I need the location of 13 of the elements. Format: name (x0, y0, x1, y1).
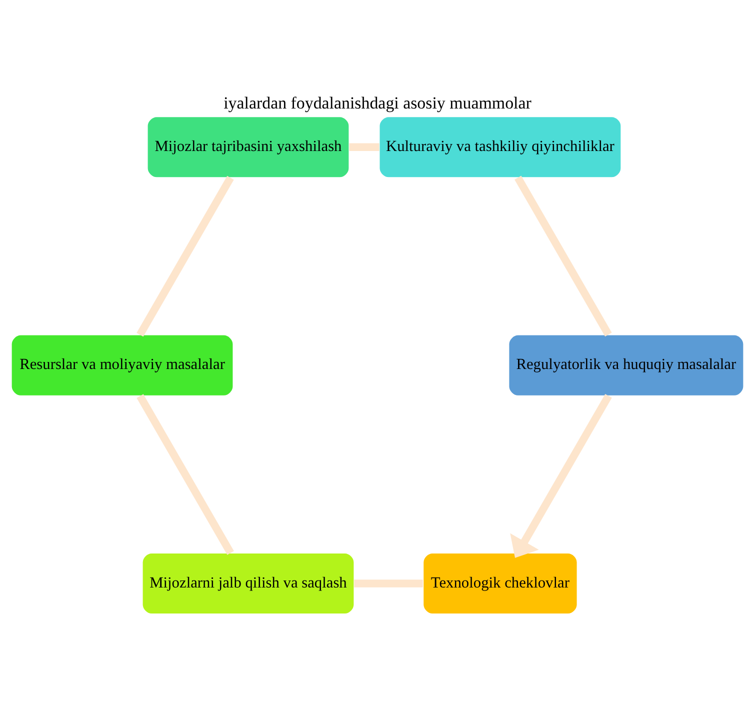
node-box: Regulyatorlik va huquqiy masalalar (508, 334, 744, 396)
diagram-title: iyalardan foydalanishdagi asosiy muammolar (224, 93, 532, 112)
node-box: Resurslar va moliyaviy masalalar (11, 334, 234, 396)
node-box: Mijozlar tajribasini yaxshilash (147, 116, 350, 178)
connector (514, 175, 612, 336)
connector (349, 142, 380, 150)
connector (354, 579, 423, 587)
node-box: Kulturaviy va tashkiliy qiyinchiliklar (378, 116, 622, 178)
node-box: Texnologik cheklovlar (422, 552, 578, 614)
arrow (510, 393, 612, 558)
connector (136, 175, 234, 336)
node-box: Mijozlarni jalb qilish va saqlash (142, 552, 354, 614)
connector (136, 394, 234, 554)
